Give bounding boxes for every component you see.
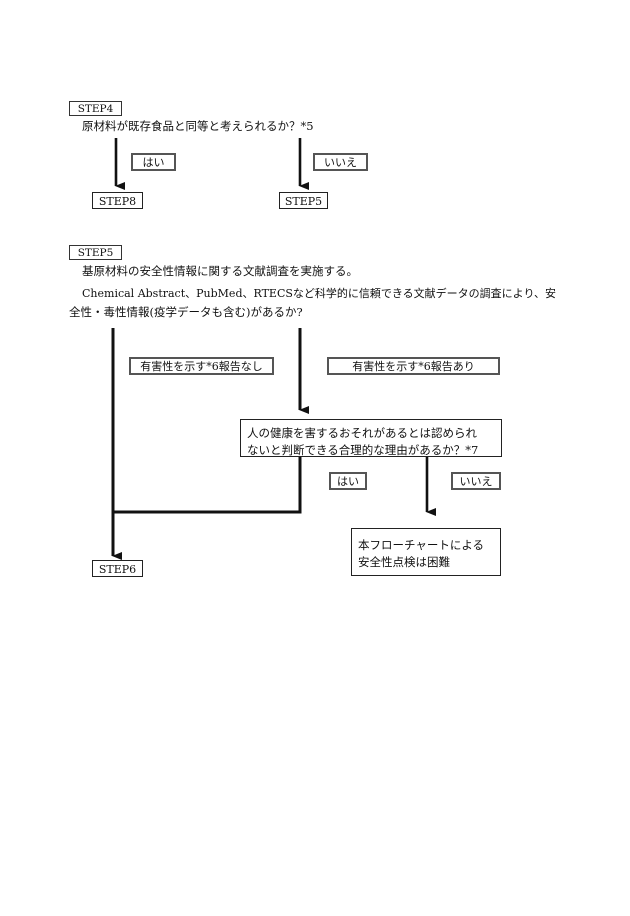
harm-report-label: 有害性を示す*6報告あり bbox=[327, 357, 500, 375]
step8-box: STEP8 bbox=[92, 192, 143, 209]
step5-line1: 基原材料の安全性情報に関する文献調査を実施する。 bbox=[82, 264, 358, 278]
health-question-line1: 人の健康を害するおそれがあるとは認められ bbox=[247, 426, 477, 440]
difficult-box: 本フローチャートによる 安全性点検は困難 bbox=[351, 528, 501, 576]
difficult-line2: 安全性点検は困難 bbox=[358, 555, 450, 569]
health-yes-connector bbox=[113, 457, 302, 514]
no-harm-report-label: 有害性を示す*6報告なし bbox=[129, 357, 274, 375]
step5-line3: 全性・毒性情報(疫学データも含む)があるか? bbox=[69, 305, 303, 319]
step5-target-box: STEP5 bbox=[279, 192, 328, 209]
step5-header: STEP5 bbox=[69, 245, 122, 260]
step6-box: STEP6 bbox=[92, 560, 143, 577]
step4-question: 原材料が既存食品と同等と考えられるか？*5 bbox=[82, 119, 314, 133]
step4-yes-label: はい bbox=[131, 153, 176, 171]
step4-header: STEP4 bbox=[69, 101, 122, 116]
health-no-label: いいえ bbox=[451, 472, 501, 490]
step5-line2: Chemical Abstract、PubMed、RTECSなど科学的に信頼でき… bbox=[82, 287, 557, 300]
health-yes-label: はい bbox=[329, 472, 367, 490]
health-question-line2: ないと判断できる合理的な理由があるか？*7 bbox=[247, 443, 479, 457]
step4-no-label: いいえ bbox=[313, 153, 368, 171]
difficult-line1: 本フローチャートによる bbox=[358, 538, 485, 552]
health-question-box: 人の健康を害するおそれがあるとは認められ ないと判断できる合理的な理由があるか？… bbox=[240, 419, 502, 457]
